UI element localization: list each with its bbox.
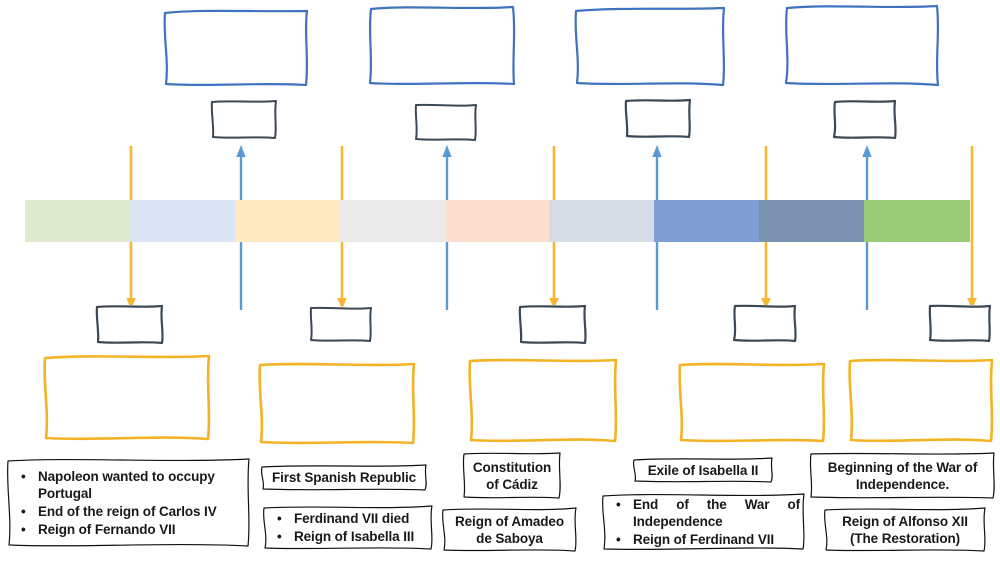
top-dark-box-3[interactable] (624, 98, 692, 139)
bottom-dark-box-4[interactable] (732, 304, 797, 343)
bottom-orange-box-2[interactable] (258, 362, 416, 446)
top-dark-box-1[interactable] (210, 100, 277, 140)
bottom-orange-box-1[interactable] (43, 354, 211, 442)
legend-card-napoleon[interactable]: •Napoleon wanted to occupy Portugal •End… (6, 457, 251, 549)
bottom-orange-box-5[interactable] (848, 358, 994, 444)
bottom-orange-box-3[interactable] (468, 358, 618, 444)
list-item: •Napoleon wanted to occupy Portugal (21, 468, 215, 502)
timeline-segment-3 (234, 200, 340, 242)
legend-card-alfonso-xii[interactable]: Reign of Alfonso XII (The Restoration) (823, 507, 987, 553)
legend-card-constitution-cadiz[interactable]: Constitution of Cádiz (462, 452, 562, 500)
legend-text: Reign of Alfonso XII (842, 513, 968, 529)
timeline-segment-5 (444, 200, 550, 242)
legend-card-first-republic[interactable]: First Spanish Republic (260, 464, 428, 492)
arrow-down-5 (965, 146, 979, 310)
list-item: •Ferdinand VII died (277, 511, 410, 527)
bullet-icon: • (21, 521, 26, 537)
timeline-segment-2 (129, 200, 235, 242)
legend-card-amadeo-saboya[interactable]: Reign of Amadeo de Saboya (441, 507, 578, 553)
timeline-segment-6 (549, 200, 655, 242)
legend-card-end-war-independence[interactable]: •End of the War of Independence •Reign o… (601, 492, 806, 552)
top-dark-box-2[interactable] (414, 103, 477, 142)
top-blue-box-4[interactable] (784, 4, 940, 88)
list-item: •Reign of Fernando VII (21, 521, 176, 537)
legend-text: Beginning of the War of (827, 459, 978, 475)
legend-text: Exile of Isabella II (647, 462, 759, 478)
top-blue-box-2[interactable] (368, 5, 516, 87)
bottom-dark-box-1[interactable] (95, 304, 164, 345)
legend-text: of Cádiz (486, 477, 538, 492)
list-item: •End of the reign of Carlos IV (21, 504, 217, 519)
bullet-icon: • (21, 504, 26, 519)
legend-text: Independence. (855, 477, 950, 492)
list-item: •Reign of Isabella III (277, 529, 415, 544)
timeline-segment-4 (339, 200, 445, 242)
list-item: •Reign of Ferdinand VII (616, 531, 775, 547)
legend-text: de Saboya (476, 531, 543, 546)
top-blue-box-1[interactable] (163, 8, 309, 88)
timeline-segment-8 (759, 200, 865, 242)
timeline-segment-7 (654, 200, 760, 242)
bullet-icon: • (277, 511, 282, 527)
bullet-icon: • (277, 529, 282, 544)
legend-card-beginning-war[interactable]: Beginning of the War of Independence. (809, 452, 996, 500)
legend-card-exile-isabella[interactable]: Exile of Isabella II (632, 457, 774, 484)
timeline-segment-9 (864, 200, 970, 242)
timeline-bar (25, 200, 970, 242)
legend-text: Reign of Amadeo (454, 513, 564, 529)
legend-card-ferdinand-isabella[interactable]: •Ferdinand VII died •Reign of Isabella I… (262, 505, 434, 551)
bullet-icon: • (616, 531, 621, 547)
legend-text: (The Restoration) (849, 531, 961, 546)
legend-text: First Spanish Republic (271, 470, 417, 486)
bottom-dark-box-2[interactable] (309, 306, 372, 343)
legend-text: Constitution (472, 459, 552, 475)
bottom-orange-box-4[interactable] (678, 362, 826, 444)
bullet-icon: • (616, 496, 621, 512)
bottom-dark-box-5[interactable] (928, 304, 992, 343)
timeline-segment-1 (25, 200, 130, 242)
top-blue-box-3[interactable] (574, 6, 726, 88)
bottom-dark-box-3[interactable] (518, 304, 587, 345)
top-dark-box-4[interactable] (832, 99, 897, 140)
list-item: •End of the War of Independence (616, 496, 800, 530)
bullet-icon: • (21, 468, 26, 484)
